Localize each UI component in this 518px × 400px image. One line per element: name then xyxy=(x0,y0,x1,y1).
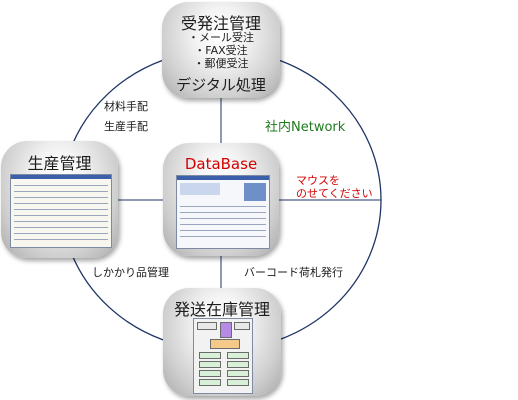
barcode-label: バーコード荷札発行 xyxy=(244,266,343,279)
fax-order-item: ・FAX受注 xyxy=(194,44,248,57)
production-management-title: 生産管理 xyxy=(27,154,92,173)
shipping-inventory-title: 発送在庫管理 xyxy=(173,300,270,319)
email-order-item: ・メール受注 xyxy=(188,31,254,44)
inventory-screenshot xyxy=(193,318,253,394)
order-management-box[interactable]: 受発注管理 ・メール受注 ・FAX受注 ・郵便受注 デジタル処理 xyxy=(162,2,280,98)
database-title: DataBase xyxy=(184,155,258,173)
postal-order-item: ・郵便受注 xyxy=(193,57,249,70)
digital-processing-caption: デジタル処理 xyxy=(176,76,266,94)
mouse-hint-line1: マウスを xyxy=(296,174,340,187)
mouse-hint-line2: のせてください xyxy=(296,187,373,200)
wip-label: しかかり品管理 xyxy=(92,266,169,279)
production-management-box[interactable]: 生産管理 xyxy=(1,141,118,258)
database-screenshot xyxy=(176,175,270,249)
materials-label: 材料手配 xyxy=(104,100,148,113)
production-screenshot xyxy=(10,174,112,248)
database-box[interactable]: DataBase xyxy=(163,143,279,256)
network-label: 社内Network xyxy=(265,120,346,135)
shipping-inventory-box[interactable]: 発送在庫管理 xyxy=(163,288,281,396)
production-arrangement-label: 生産手配 xyxy=(104,120,148,133)
order-management-title: 受発注管理 xyxy=(180,14,261,33)
